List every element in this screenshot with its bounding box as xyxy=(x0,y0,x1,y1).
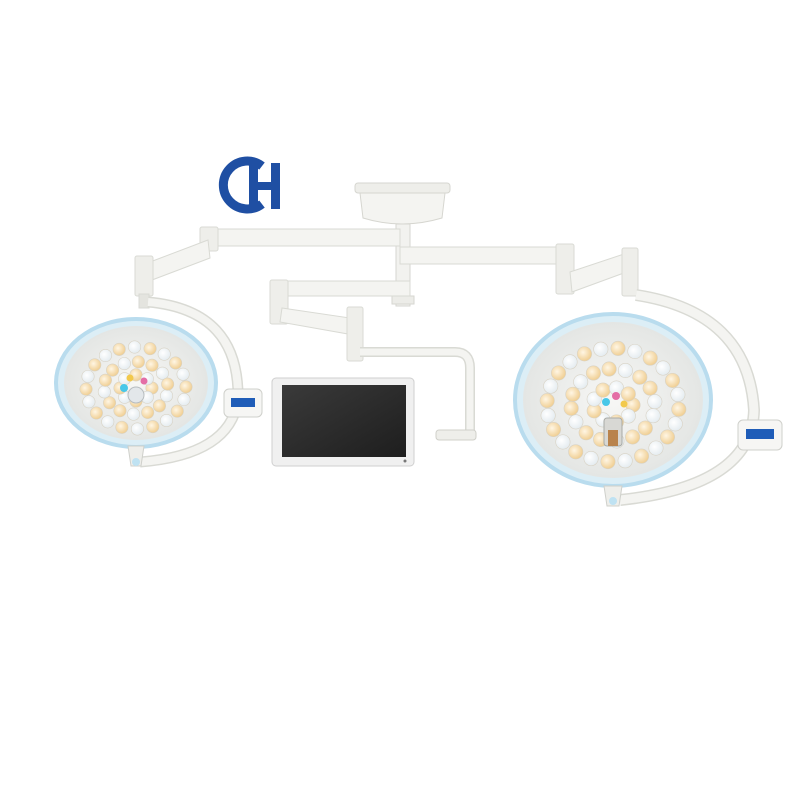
led-light xyxy=(551,365,567,381)
led-light xyxy=(642,350,658,366)
led-light xyxy=(671,401,687,417)
led-light xyxy=(170,404,184,418)
led-light xyxy=(141,405,155,419)
led-light xyxy=(573,374,589,390)
led-light xyxy=(176,367,190,381)
led-light xyxy=(620,386,636,402)
led-light xyxy=(112,342,126,356)
left-lamp-head xyxy=(54,317,263,467)
ceiling-mount xyxy=(354,182,451,307)
monitor xyxy=(271,377,415,467)
monitor-arm xyxy=(269,279,477,441)
led-light xyxy=(655,360,671,376)
led-light xyxy=(625,429,641,445)
led-light xyxy=(637,420,653,436)
ch-logo-icon xyxy=(218,156,280,214)
led-light xyxy=(578,425,594,441)
led-light xyxy=(128,340,142,354)
led-light xyxy=(161,377,175,391)
led-light xyxy=(667,416,683,432)
led-light xyxy=(617,453,633,469)
led-light xyxy=(545,422,561,438)
led-light xyxy=(113,404,127,418)
led-light xyxy=(169,356,183,370)
led-light xyxy=(565,386,581,402)
led-light xyxy=(576,346,592,362)
led-light xyxy=(101,415,115,429)
led-light xyxy=(106,363,120,377)
led-light xyxy=(539,393,555,409)
led-light xyxy=(593,341,609,357)
led-light xyxy=(88,358,102,372)
led-light xyxy=(563,400,579,416)
led-light xyxy=(670,387,686,403)
led-light xyxy=(98,349,112,363)
led-light xyxy=(179,380,193,394)
right-lamp-arm xyxy=(399,243,761,506)
led-light xyxy=(647,394,663,410)
led-light xyxy=(160,413,174,427)
led-light xyxy=(642,380,658,396)
led-light xyxy=(634,448,650,464)
led-light xyxy=(89,406,103,420)
led-light xyxy=(127,407,141,421)
led-light xyxy=(97,385,111,399)
led-light xyxy=(610,340,626,356)
led-light xyxy=(562,354,578,370)
led-light xyxy=(115,420,129,434)
led-light xyxy=(627,343,643,359)
led-light xyxy=(568,414,584,430)
led-light xyxy=(155,366,169,380)
led-light xyxy=(585,365,601,381)
led-light xyxy=(82,395,96,409)
led-light xyxy=(157,347,171,361)
led-light xyxy=(79,382,93,396)
led-light xyxy=(595,382,611,398)
led-light xyxy=(98,373,112,387)
led-light xyxy=(601,361,617,377)
led-light xyxy=(81,369,95,383)
led-light xyxy=(130,422,144,436)
led-light xyxy=(131,355,145,369)
led-light xyxy=(568,444,584,460)
led-light xyxy=(543,378,559,394)
led-light xyxy=(583,451,599,467)
right-lamp-head xyxy=(513,312,783,507)
led-light xyxy=(632,369,648,385)
led-light xyxy=(586,391,602,407)
led-light xyxy=(143,342,157,356)
led-light xyxy=(103,396,117,410)
led-light xyxy=(146,420,160,434)
led-light xyxy=(665,372,681,388)
led-light xyxy=(659,429,675,445)
led-light xyxy=(117,357,131,371)
led-light xyxy=(600,454,616,470)
led-light xyxy=(555,434,571,450)
led-light xyxy=(540,407,556,423)
led-light xyxy=(152,399,166,413)
led-light xyxy=(145,358,159,372)
led-light xyxy=(645,408,661,424)
right-led-array xyxy=(539,340,687,470)
led-light xyxy=(177,393,191,407)
led-light xyxy=(617,362,633,378)
led-light xyxy=(648,440,664,456)
monitor-screen xyxy=(282,385,406,457)
